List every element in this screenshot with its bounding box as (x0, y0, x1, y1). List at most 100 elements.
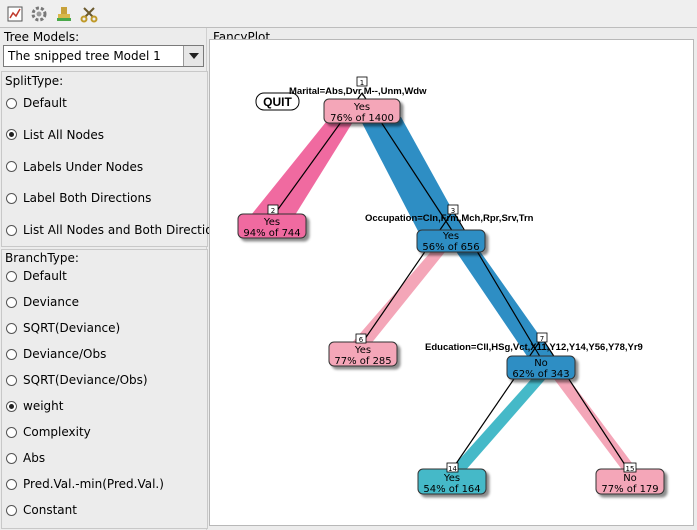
branch-type-radio[interactable]: Complexity (6, 423, 91, 441)
tree-node[interactable]: 14 Yes 54% of 164 (417, 462, 487, 495)
radio-indicator[interactable] (6, 400, 17, 412)
split-type-radio[interactable]: List All Nodes (6, 126, 104, 144)
branch-type-label: BranchType: (5, 251, 79, 265)
split-type-radio[interactable]: Default (6, 94, 67, 112)
radio-indicator[interactable] (6, 322, 17, 334)
radio-indicator[interactable] (6, 374, 17, 386)
radio-indicator[interactable] (6, 97, 17, 109)
branch-type-radio-label: Deviance (23, 295, 79, 309)
node-class-3: Yes (442, 231, 459, 242)
radio-indicator[interactable] (6, 161, 17, 173)
split-type-radio-label: List All Nodes (23, 127, 105, 142)
split-type-radio[interactable]: List All Nodes and Both Directions (6, 221, 226, 239)
node-id-7: 7 (540, 335, 544, 343)
radio-indicator[interactable] (6, 224, 17, 236)
radio-indicator[interactable] (6, 270, 17, 282)
split-type-radio-label: List All Nodes and Both Directions (23, 223, 227, 238)
scissors-icon[interactable] (79, 4, 99, 24)
chevron-down-icon[interactable] (183, 46, 203, 66)
tree-node[interactable]: 15 No 77% of 179 (595, 462, 665, 495)
tree-node[interactable]: 3 Yes 56% of 656 (416, 204, 486, 253)
radio-indicator[interactable] (6, 129, 17, 141)
radio-indicator[interactable] (6, 478, 17, 490)
node-class-7: No (534, 358, 548, 369)
branch-type-radio[interactable]: Deviance (6, 293, 79, 311)
node-stat-7: 62% of 343 (512, 369, 569, 380)
tree-node[interactable]: 7 No 62% of 343 (506, 332, 576, 380)
node-box-3 (416, 229, 486, 253)
radio-indicator[interactable] (6, 504, 17, 516)
branch-type-radio[interactable]: weight (6, 397, 63, 415)
branch-type-radio-label: Complexity (23, 425, 91, 439)
split-label-3: Occupation=Cln,Frm,Mch,Rpr,Srv,Trn (365, 213, 534, 224)
tree-models-select[interactable]: The snipped tree Model 1 (3, 45, 204, 67)
split-label-7: Education=Cll,HSg,Vct,X11,Y12,Y14,Y56,Y7… (425, 342, 643, 353)
radio-indicator[interactable] (6, 348, 17, 360)
branch-type-radio-label: weight (23, 399, 64, 413)
node-id-6: 6 (359, 336, 364, 344)
branch-type-radio[interactable]: Constant (6, 501, 77, 519)
quit-button[interactable]: QUIT (255, 92, 300, 111)
node-box-1 (323, 98, 401, 124)
split-type-radio[interactable]: Labels Under Nodes (6, 158, 143, 176)
node-stat-15: 77% of 179 (601, 484, 658, 495)
branch-7-14 (449, 375, 549, 471)
branch-type-radio-label: Abs (23, 451, 46, 465)
branch-type-radio[interactable]: Default (6, 267, 67, 285)
branch-type-radio[interactable]: SQRT(Deviance) (6, 319, 120, 337)
branch-type-radio-label: Pred.Val.-min(Pred.Val.) (23, 477, 164, 491)
node-stat-1: 76% of 1400 (330, 113, 394, 124)
split-type-radio-label: Labels Under Nodes (23, 159, 144, 174)
node-box-7 (506, 355, 576, 380)
stamp-icon[interactable] (54, 4, 74, 24)
split-type-radio[interactable]: Label Both Directions (6, 189, 151, 207)
node-class-6: Yes (354, 345, 371, 356)
branch-1-3 (359, 117, 464, 231)
tree-node[interactable]: 6 Yes 77% of 285 (328, 333, 398, 367)
radio-indicator[interactable] (6, 426, 17, 438)
node-stat-3: 56% of 656 (422, 242, 479, 253)
split-type-radio-label: Default (23, 96, 67, 110)
branch-type-radio[interactable]: SQRT(Deviance/Obs) (6, 371, 148, 389)
branch-type-radio-label: SQRT(Deviance) (23, 321, 121, 335)
branch-type-radio-label: SQRT(Deviance/Obs) (23, 373, 148, 387)
node-stat-6: 77% of 285 (334, 356, 391, 367)
node-id-15: 15 (626, 465, 635, 473)
chart-icon[interactable] (5, 4, 25, 24)
branch-3-7 (453, 247, 556, 359)
tree-node[interactable]: 2 Yes 94% of 744 (237, 204, 307, 239)
branch-type-radio-label: Default (23, 269, 67, 283)
branch-type-radio[interactable]: Pred.Val.-min(Pred.Val.) (6, 475, 164, 493)
radio-indicator[interactable] (6, 192, 17, 204)
split-type-radio-label: Label Both Directions (23, 191, 152, 206)
branch-type-radio[interactable]: Abs (6, 449, 45, 467)
tree-node[interactable]: 1 Yes 76% of 1400 (323, 76, 401, 124)
tree-models-selected: The snipped tree Model 1 (8, 49, 161, 63)
node-class-14: Yes (443, 473, 460, 484)
radio-indicator[interactable] (6, 296, 17, 308)
node-id-3: 3 (451, 207, 455, 215)
tree-models-label: Tree Models: (4, 30, 80, 44)
branch-type-radio-label: Deviance/Obs (23, 347, 107, 361)
branch-1-2 (247, 117, 356, 220)
branch-type-radio-label: Constant (23, 503, 77, 517)
node-id-14: 14 (448, 465, 457, 473)
split-type-label: SplitType: (5, 74, 64, 88)
branch-3-6 (350, 247, 449, 345)
toolbar (0, 0, 697, 28)
split-label-1: Marital=Abs,Dvr,M--,Unm,Wdw (289, 86, 427, 97)
gear-icon[interactable] (29, 4, 49, 24)
quit-label: QUIT (263, 95, 292, 109)
node-stat-14: 54% of 164 (423, 484, 480, 495)
node-id-1: 1 (360, 79, 364, 87)
plot-area: QUIT Marital=Abs,Dvr,M--,Unm,Wdw Occupat… (209, 39, 694, 526)
tree-plot: QUIT Marital=Abs,Dvr,M--,Unm,Wdw Occupat… (237, 76, 665, 495)
radio-indicator[interactable] (6, 452, 17, 464)
node-class-15: No (623, 473, 637, 484)
node-class-1: Yes (353, 102, 370, 113)
branch-type-radio[interactable]: Deviance/Obs (6, 345, 106, 363)
node-stat-2: 94% of 744 (243, 228, 300, 239)
branch-7-15 (551, 375, 638, 471)
